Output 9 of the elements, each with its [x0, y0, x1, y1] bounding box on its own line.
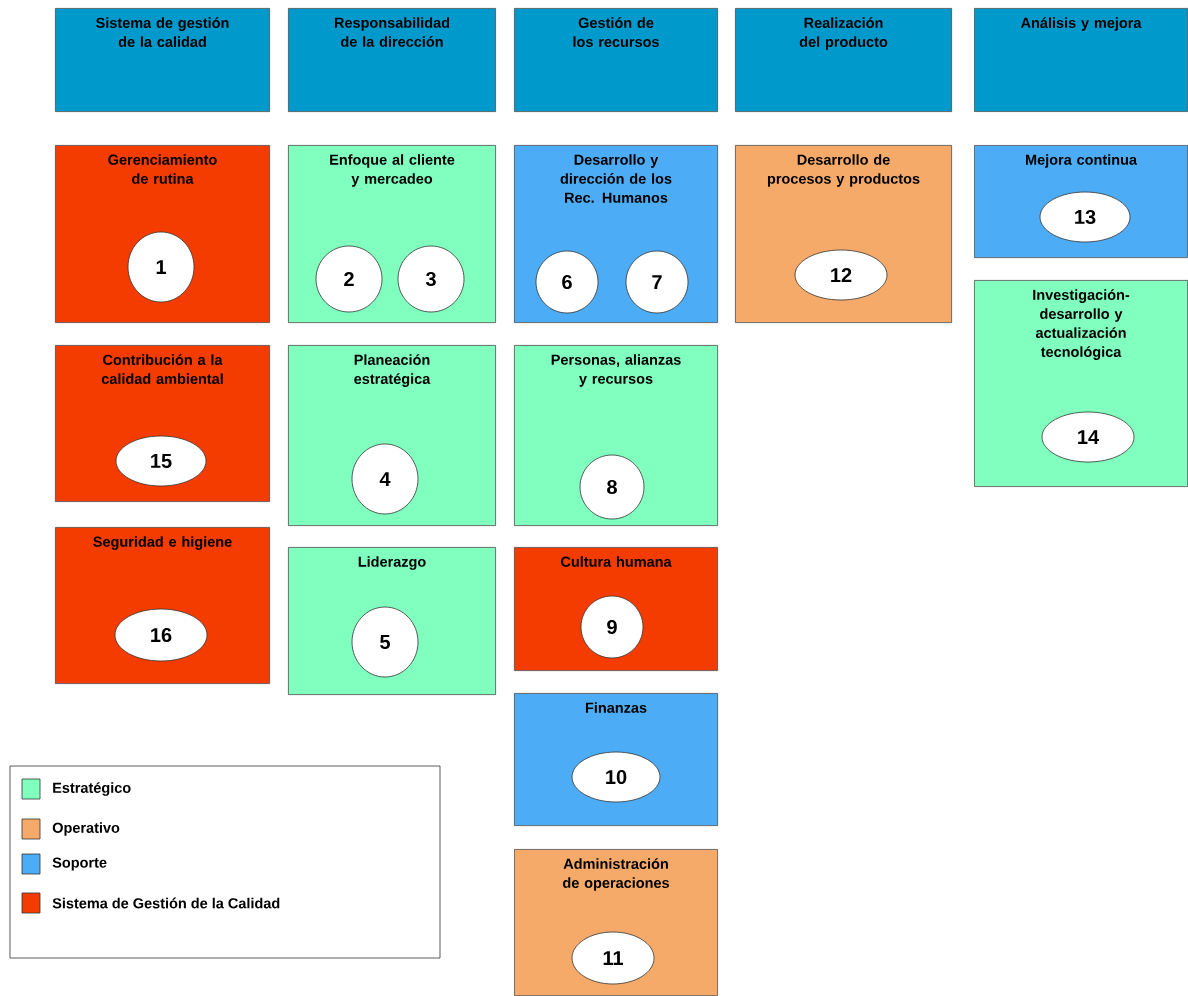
legend-label: Sistema de Gestión de la Calidad	[52, 897, 280, 909]
header-box: Análisis y mejora	[974, 8, 1188, 112]
legend-label: Operativo	[52, 822, 120, 836]
legend-label: Soporte	[52, 857, 107, 871]
header-box: Gestión de los recursos	[514, 8, 718, 112]
header-box: Sistema de gestión de la calidad	[55, 8, 270, 112]
legend-label: Estratégico	[53, 782, 131, 796]
header-box: Responsabilidad de la dirección	[288, 8, 496, 112]
header-box: Realización del producto	[735, 8, 952, 112]
